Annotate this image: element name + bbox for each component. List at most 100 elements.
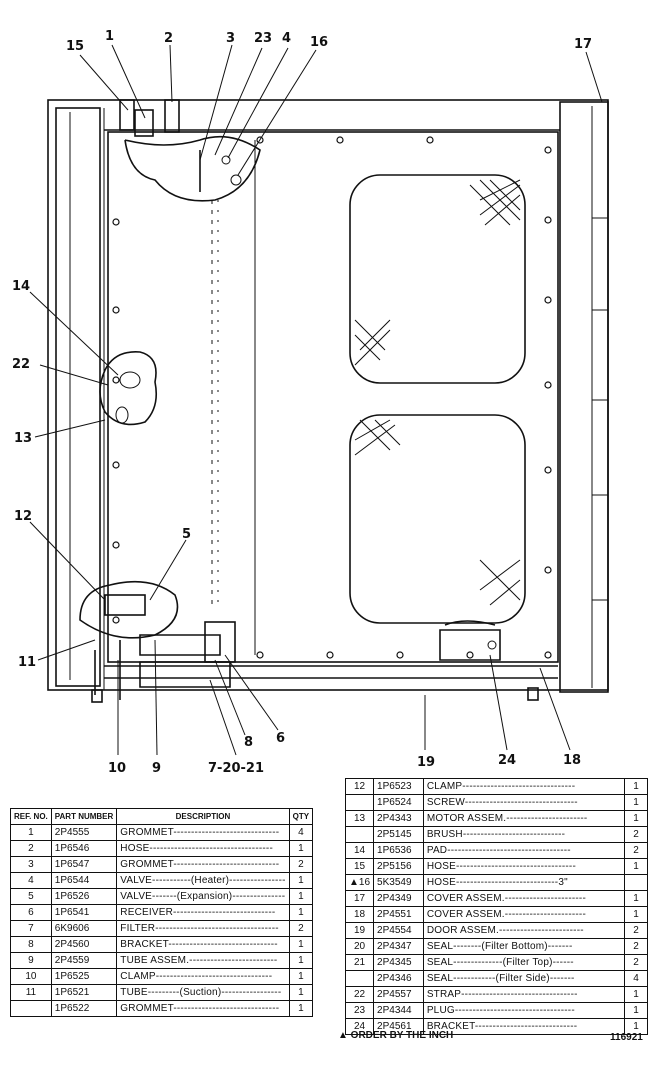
description: CLAMP---------------------------------: [116, 968, 290, 985]
ref-no: 4: [10, 872, 52, 889]
part-number: 1P6522: [50, 1000, 118, 1017]
filter-window-lower: [349, 414, 526, 624]
part-number: 2P5145: [373, 826, 424, 843]
part-number: 2P4551: [373, 906, 424, 923]
ref-no: [344, 826, 375, 843]
ref-no: 14: [344, 842, 375, 859]
callout-13: 13: [14, 431, 32, 446]
ref-no: 21: [344, 954, 375, 971]
order-by-inch-footnote: ▲ ORDER BY THE INCH: [338, 1030, 454, 1041]
callout-3: 3: [226, 31, 235, 46]
part-number: 6K9606: [50, 920, 118, 937]
ref-no: 9: [10, 952, 52, 969]
quantity: 1: [288, 936, 314, 953]
part-number: 1P6541: [50, 904, 118, 921]
part-number: 2P4555: [50, 824, 118, 841]
description: GROMMET------------------------------: [116, 1000, 290, 1017]
description: TUBE---------(Suction)-----------------: [116, 984, 290, 1001]
quantity: [624, 874, 648, 891]
description: STRAP---------------------------------: [422, 986, 626, 1003]
parts-illustration: 15 1 2 3 23 4 16 17 14 22 13 12 5 11 10 …: [12, 29, 609, 776]
ref-no: 1: [10, 824, 52, 841]
callout-6: 6: [276, 731, 285, 746]
description: COVER ASSEM.-----------------------: [422, 890, 626, 907]
description: PAD-----------------------------------: [422, 842, 626, 859]
description: GROMMET------------------------------: [116, 824, 290, 841]
ref-no: 15: [344, 858, 375, 875]
description: DOOR ASSEM.------------------------: [422, 922, 626, 939]
ref-no: 23: [344, 1002, 375, 1019]
ref-no: 17: [344, 890, 375, 907]
right-cover-17: [559, 101, 609, 693]
ref-no: 3: [10, 856, 52, 873]
ref-no: [10, 1000, 52, 1017]
bracket-24: [439, 620, 501, 661]
quantity: 2: [288, 856, 314, 873]
ref-no: 19: [344, 922, 375, 939]
quantity: 2: [624, 922, 648, 939]
header-part-number: PART NUMBER: [50, 808, 118, 825]
description: RECEIVER-----------------------------: [116, 904, 290, 921]
description: HOSE-----------------------------------: [116, 840, 290, 857]
drawing-number: 116921: [610, 1032, 643, 1043]
parts-list-header: REF. NO. PART NUMBER DESCRIPTION QTY: [10, 808, 314, 825]
ref-no: 7: [10, 920, 52, 937]
part-number: 1P6523: [373, 778, 424, 795]
header-qty: QTY: [288, 808, 314, 825]
description: COVER ASSEM.-----------------------: [422, 906, 626, 923]
description: SCREW--------------------------------: [422, 794, 626, 811]
part-number: 2P4349: [373, 890, 424, 907]
rivets: [112, 136, 552, 659]
part-number: 1P6521: [50, 984, 118, 1001]
quantity: 1: [624, 810, 648, 827]
callout-4: 4: [282, 31, 291, 46]
description: FILTER----------------------------------…: [116, 920, 290, 937]
part-number: 2P4554: [373, 922, 424, 939]
ref-no: 5: [10, 888, 52, 905]
quantity: 1: [624, 778, 648, 795]
ref-no: 12: [344, 778, 375, 795]
quantity: 1: [288, 888, 314, 905]
description: MOTOR ASSEM.-----------------------: [422, 810, 626, 827]
description: BRACKET-----------------------------: [422, 1018, 626, 1035]
part-number: 2P4345: [373, 954, 424, 971]
description: SEAL------------(Filter Side)-------: [422, 970, 626, 987]
part-number: 1P6536: [373, 842, 424, 859]
door-panel: [107, 131, 559, 663]
ref-no: 22: [344, 986, 375, 1003]
leader-lines: [29, 44, 603, 756]
callout-23: 23: [254, 31, 272, 46]
quantity: 1: [624, 1018, 648, 1035]
part-number: 2P4346: [373, 970, 424, 987]
part-number: 2P4559: [50, 952, 118, 969]
quantity: 1: [288, 1000, 314, 1017]
part-number: 1P6544: [50, 872, 118, 889]
header-ref-no: REF. NO.: [10, 808, 52, 825]
part-number: 2P5156: [373, 858, 424, 875]
description: TUBE ASSEM.-------------------------: [116, 952, 290, 969]
callout-10: 10: [108, 761, 126, 776]
callout-19: 19: [417, 755, 435, 770]
quantity: 1: [624, 890, 648, 907]
quantity: 1: [624, 906, 648, 923]
motor-assembly-13: [99, 351, 158, 426]
filter-mesh-hatch: [354, 179, 521, 606]
quantity: 2: [624, 826, 648, 843]
callout-15: 15: [66, 39, 84, 54]
description: HOSE-----------------------------3": [422, 874, 626, 891]
callout-14: 14: [12, 279, 30, 294]
description: BRUSH-----------------------------: [422, 826, 626, 843]
